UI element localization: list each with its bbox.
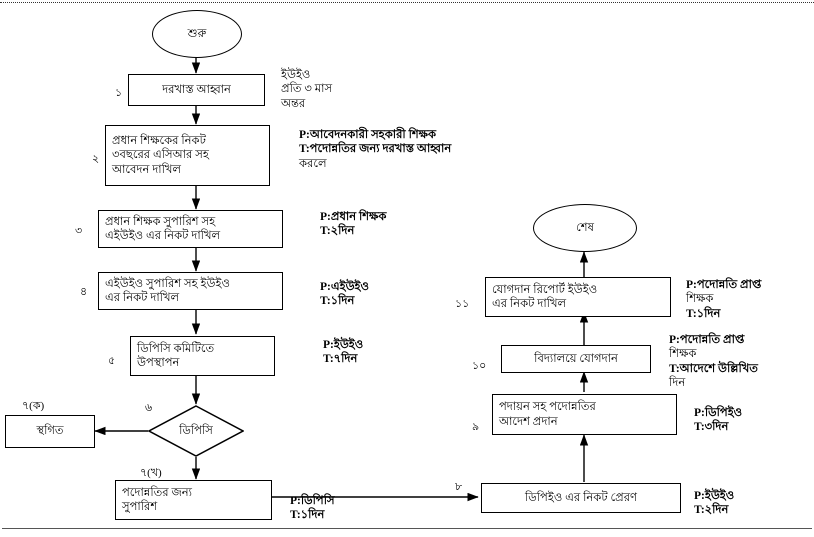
annotation-step-4-line-2: T:১দিন	[320, 295, 355, 308]
annotation-step-5-line-1: P:ইউইও	[323, 339, 364, 351]
annotation-step-11: P:পদোন্নতি প্রাপ্ত শিক্ষক T:১দিন	[686, 278, 761, 321]
node-step-1[interactable]: দরখাস্ত আহ্বান	[128, 74, 265, 106]
annotation-step-10-line-4: দিন	[669, 377, 686, 390]
node-step-9[interactable]: পদায়ন সহ পদোন্নতির আদেশ প্রদান	[492, 394, 677, 435]
node-step-2-line-3: আবেদন দাখিল	[112, 163, 182, 176]
step-number-7a: ৭(ক)	[22, 400, 45, 412]
node-step-11-line-1: যোগদান রিপোর্ট ইউইও	[492, 283, 598, 296]
node-step-8[interactable]: ডিপিইও এর নিকট প্রেরণ	[481, 483, 681, 513]
annotation-step-1-line-2: প্রতি ৩ মাস	[281, 83, 333, 96]
node-step-6-decision[interactable]: ডিপিসি	[148, 405, 244, 457]
node-step-11-line-2: এর নিকট দাখিল	[492, 298, 567, 310]
annotation-step-8-line-2: T:২দিন	[694, 504, 729, 517]
node-step-2[interactable]: প্রধান শিক্ষকের নিকট ৩বছরের এসিআর সহ আবে…	[105, 125, 270, 186]
step-number-3: ৩	[75, 225, 83, 237]
node-start-label: শুরু	[187, 27, 207, 40]
annotation-step-10-line-3: T:আদেশে উল্লিখিত	[669, 362, 758, 375]
step-number-8: ৮	[455, 481, 463, 493]
node-step-10-line-1: বিদ্যালয়ে যোগদান	[534, 352, 618, 365]
node-step-4[interactable]: এইউইও সুপারিশ সহ ইউইও এর নিকট দাখিল	[98, 272, 283, 310]
annotation-step-10-line-1: P:পদোন্নতি প্রাপ্ত	[669, 334, 745, 346]
annotation-step-9-line-1: P:ডিপিইও	[694, 407, 743, 419]
node-step-7b-line-2: সুপারিশ	[122, 501, 158, 513]
annotation-step-8: P:ইউইও T:২দিন	[694, 489, 734, 518]
node-step-3[interactable]: প্রধান শিক্ষক সুপারিশ সহ এইউইও এর নিকট দ…	[98, 210, 283, 248]
annotation-step-5-line-2: T:৭দিন	[323, 353, 358, 366]
annotation-step-1-line-3: অন্তর	[281, 97, 306, 110]
node-step-9-line-2: আদেশ প্রদান	[499, 415, 558, 428]
annotation-step-9-line-2: T:৩দিন	[694, 421, 729, 434]
node-start[interactable]: শুরু	[152, 10, 242, 58]
annotation-step-11-line-1: P:পদোন্নতি প্রাপ্ত	[686, 279, 762, 291]
node-step-3-line-2: এইউইও এর নিকট দাখিল	[105, 230, 221, 242]
node-end[interactable]: শেষ	[533, 204, 637, 252]
step-number-11: ১১	[455, 298, 470, 310]
node-step-7a-line-1: স্থগিত	[36, 425, 64, 438]
annotation-step-3-line-1: P:প্রধান শিক্ষক	[320, 211, 387, 223]
annotation-step-4: P:এইউইও T:১দিন	[320, 280, 369, 309]
annotation-step-1: ইউইও প্রতি ৩ মাস অন্তর	[281, 68, 332, 111]
annotation-step-2-line-2: T:পদোন্নতির জন্য দরখাস্ত আহ্বান	[299, 143, 452, 156]
node-end-label: শেষ	[576, 221, 594, 234]
annotation-step-3-line-2: T:২দিন	[320, 225, 355, 238]
annotation-step-2-line-3: করলে	[299, 157, 327, 170]
annotation-step-5: P:ইউইও T:৭দিন	[323, 338, 363, 367]
step-number-7b: ৭(খ)	[140, 467, 162, 479]
bottom-divider-line	[2, 528, 812, 529]
node-step-7b[interactable]: পদোন্নতির জন্য সুপারিশ	[115, 480, 272, 520]
annotation-step-3: P:প্রধান শিক্ষক T:২দিন	[320, 210, 386, 239]
step-number-10: ১০	[472, 360, 487, 372]
step-number-9: ৯	[472, 421, 480, 433]
step-number-5: ৫	[108, 355, 116, 367]
node-step-2-line-2: ৩বছরের এসিআর সহ	[112, 149, 209, 162]
step-number-1: ১	[115, 87, 123, 99]
annotation-step-9: P:ডিপিইও T:৩দিন	[694, 406, 742, 435]
node-step-5[interactable]: ডিপিসি কমিটিতে উপস্থাপন	[130, 336, 275, 376]
annotation-step-10: P:পদোন্নতি প্রাপ্ত শিক্ষক T:আদেশে উল্লিখ…	[669, 333, 758, 391]
node-step-7b-line-1: পদোন্নতির জন্য	[122, 486, 192, 499]
node-step-2-line-1: প্রধান শিক্ষকের নিকট	[112, 135, 206, 148]
node-step-7a[interactable]: স্থগিত	[5, 415, 95, 448]
annotation-step-1-line-1: ইউইও	[281, 69, 311, 81]
annotation-step-2-line-1: P:আবেদনকারী সহকারী শিক্ষক	[299, 129, 437, 141]
node-step-4-line-2: এর নিকট দাখিল	[105, 292, 180, 304]
annotation-step-7b-line-1: P:ডিপিসি	[290, 495, 335, 507]
annotation-step-7b-line-2: T:১দিন	[290, 509, 325, 522]
annotation-step-11-line-3: T:১দিন	[686, 307, 721, 320]
node-step-10[interactable]: বিদ্যালয়ে যোগদান	[501, 345, 651, 373]
node-step-11[interactable]: যোগদান রিপোর্ট ইউইও এর নিকট দাখিল	[485, 277, 671, 317]
step-number-4: ৪	[80, 286, 88, 298]
annotation-step-7b: P:ডিপিসি T:১দিন	[290, 494, 335, 523]
node-step-5-line-2: উপস্থাপন	[137, 357, 180, 369]
step-number-6: ৬	[145, 402, 153, 414]
node-step-8-line-1: ডিপিইও এর নিকট প্রেরণ	[525, 491, 637, 504]
step-number-2: ২	[92, 153, 100, 165]
node-step-3-line-1: প্রধান শিক্ষক সুপারিশ সহ	[105, 215, 216, 228]
node-step-1-line-1: দরখাস্ত আহ্বান	[162, 83, 231, 96]
annotation-step-2: P:আবেদনকারী সহকারী শিক্ষক T:পদোন্নতির জন…	[299, 128, 451, 171]
annotation-step-10-line-2: শিক্ষক	[669, 348, 697, 361]
node-step-4-line-1: এইউইও সুপারিশ সহ ইউইও	[105, 277, 230, 290]
annotation-step-4-line-1: P:এইউইও	[320, 281, 369, 293]
annotation-step-11-line-2: শিক্ষক	[686, 293, 714, 306]
top-divider-line	[0, 2, 814, 3]
annotation-step-8-line-1: P:ইউইও	[694, 490, 735, 502]
node-step-9-line-1: পদায়ন সহ পদোন্নতির	[499, 401, 596, 414]
node-step-5-line-1: ডিপিসি কমিটিতে	[137, 342, 215, 355]
